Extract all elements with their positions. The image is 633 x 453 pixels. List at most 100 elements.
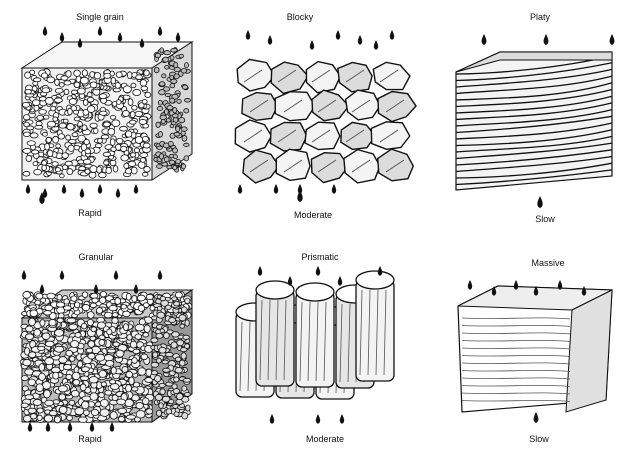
soil-grain [36,384,43,392]
soil-grain [23,132,30,137]
soil-grain [162,162,168,166]
soil-grain [87,97,93,102]
soil-grain [37,115,43,120]
water-drop-icon [610,34,615,45]
soil-grain [69,400,75,405]
soil-grain [39,110,47,115]
soil-grain [165,305,171,310]
soil-grain [26,326,33,332]
soil-grain [132,358,138,364]
soil-grain [159,383,165,387]
soil-grain [59,406,67,413]
soil-grain [165,352,173,356]
soil-grain [73,110,78,114]
water-drop-icon [116,188,120,198]
soil-grain [40,320,45,327]
soil-grain [111,367,116,374]
soil-grain [55,79,60,85]
soil-grain [116,138,122,143]
soil-grain [90,82,97,88]
soil-grain [30,414,36,419]
water-drop-icon [98,26,102,36]
soil-grain [55,168,60,172]
soil-grain [38,346,45,350]
soil-grain [25,334,33,340]
soil-grain [126,293,131,300]
soil-grain [88,353,95,359]
soil-grain [126,371,133,377]
soil-grain [53,372,59,379]
soil-grain [59,83,64,87]
soil-grain [160,329,164,333]
soil-grain [80,384,86,391]
soil-grain [112,318,118,324]
soil-grain [28,379,35,386]
soil-grain [139,103,145,108]
soil-grain [184,143,190,146]
soil-grain [108,129,115,136]
soil-grain [99,392,105,397]
soil-grain [45,143,50,150]
soil-grain [70,340,78,347]
soil-grain [41,73,47,78]
title-single-grain: Single grain [60,12,140,22]
soil-grain [127,72,132,79]
soil-grain [53,400,59,404]
soil-grain [182,386,187,391]
soil-grain [100,297,106,303]
title-massive: Massive [518,258,578,268]
soil-grain [44,415,52,422]
soil-grain [59,123,66,128]
title-platy: Platy [510,12,570,22]
soil-grain [160,48,164,53]
title-granular: Granular [66,252,126,262]
soil-grain [131,83,136,87]
soil-grain [89,377,98,383]
soil-grain [82,70,87,76]
water-drop-icon [258,266,262,276]
soil-grain [132,295,137,302]
soil-grain [33,78,41,82]
soil-grain [47,77,55,83]
soil-grain [142,172,147,176]
water-drop-icon [338,276,342,286]
soil-grain [82,292,88,298]
soil-grain [181,307,187,313]
soil-grain [143,143,150,148]
soil-grain [146,294,153,299]
water-drop-icon [288,276,292,286]
soil-grain [167,106,173,110]
soil-block [270,122,307,151]
soil-grain [69,99,77,105]
soil-grain [104,73,111,78]
soil-block [275,92,315,121]
soil-grain [164,51,171,55]
soil-grain [181,127,187,132]
soil-grain [82,401,89,409]
soil-block [311,153,348,183]
soil-grain [63,119,68,123]
soil-grain [126,385,132,392]
soil-grain [156,410,161,416]
soil-grain [173,155,177,159]
soil-block [276,149,310,180]
soil-grain [94,128,99,133]
soil-grain [67,123,74,130]
soil-grain [145,92,151,97]
water-drop-icon [158,26,162,36]
soil-grain [159,403,164,409]
soil-grain [155,375,161,382]
soil-grain [183,378,191,382]
soil-grain [111,77,116,84]
soil-grain [79,166,86,170]
soil-grain [157,106,163,110]
water-drop-icon [274,184,278,194]
rate-slow-bottom: Slow [514,434,564,444]
soil-grain [112,120,120,127]
title-blocky: Blocky [260,12,340,22]
soil-grain [104,312,112,318]
soil-grain [109,380,115,384]
soil-grain [183,335,190,339]
soil-grain [99,111,107,115]
soil-grain [53,136,59,143]
